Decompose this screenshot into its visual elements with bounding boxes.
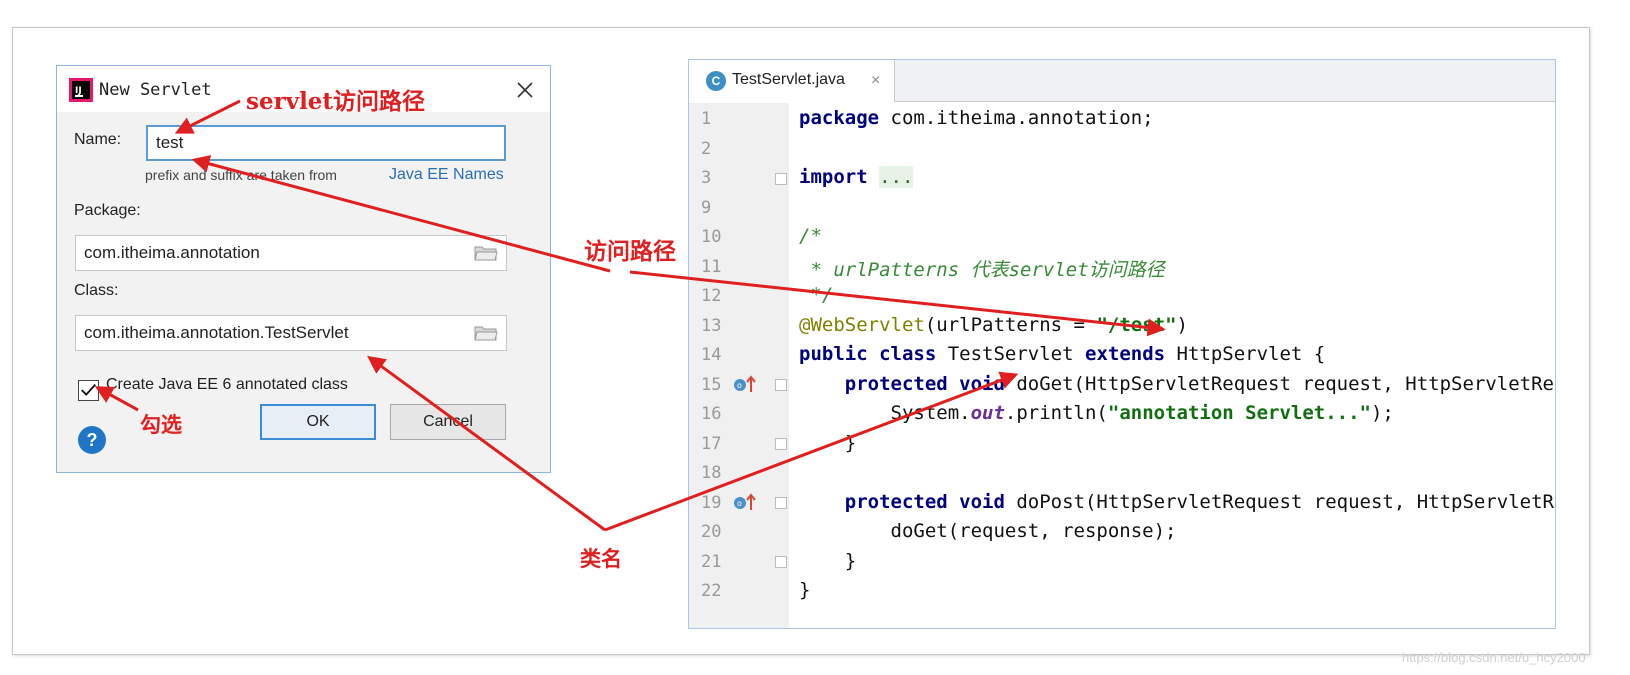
annotation-access-path: 访问路径 bbox=[584, 238, 676, 265]
line-number: 18 bbox=[701, 463, 722, 483]
line-number: 12 bbox=[701, 286, 722, 306]
dialog-titlebar: IJ New Servlet bbox=[57, 66, 550, 112]
dialog-title: New Servlet bbox=[99, 80, 212, 100]
code-line: } bbox=[799, 432, 857, 454]
fold-collapse-icon[interactable] bbox=[775, 438, 787, 450]
line-number-gutter: 1 2 3 9 10 11 12 13 14 15 16 17 18 19 20… bbox=[689, 103, 789, 628]
annotation-check: 勾选 bbox=[140, 412, 182, 437]
line-number: 20 bbox=[701, 522, 722, 542]
java-class-icon: C bbox=[706, 71, 726, 91]
package-input[interactable]: com.itheima.annotation bbox=[75, 235, 507, 271]
tab-label: TestServlet.java bbox=[732, 71, 845, 88]
fold-collapse-icon[interactable] bbox=[775, 556, 787, 568]
folder-icon[interactable] bbox=[474, 324, 498, 342]
name-label: Name: bbox=[74, 131, 122, 148]
cancel-button[interactable]: Cancel bbox=[390, 404, 506, 440]
code-line: package com.itheima.annotation; bbox=[799, 107, 1154, 129]
code-line: /* bbox=[799, 225, 822, 247]
code-line: protected void doGet(HttpServletRequest … bbox=[844, 373, 1555, 395]
code-line: protected void doPost(HttpServletRequest… bbox=[844, 491, 1555, 513]
line-number: 21 bbox=[701, 552, 722, 572]
code-line: } bbox=[799, 579, 811, 601]
java-ee-names-link[interactable]: Java EE Names bbox=[389, 166, 504, 183]
line-number: 10 bbox=[701, 227, 722, 247]
package-value: com.itheima.annotation bbox=[84, 243, 260, 262]
class-value: com.itheima.annotation.TestServlet bbox=[84, 323, 349, 342]
annotation-class-name: 类名 bbox=[580, 546, 622, 571]
line-number: 22 bbox=[701, 581, 722, 601]
package-label: Package: bbox=[74, 202, 141, 219]
hint-text: prefix and suffix are taken from bbox=[145, 167, 337, 183]
help-icon[interactable]: ? bbox=[78, 426, 106, 454]
fold-expand-icon[interactable] bbox=[775, 173, 787, 185]
svg-text:o: o bbox=[737, 381, 742, 390]
tab-testservlet-java[interactable]: C TestServlet.java × bbox=[689, 60, 895, 102]
line-number: 13 bbox=[701, 316, 722, 336]
line-number: 3 bbox=[701, 168, 712, 188]
close-icon[interactable] bbox=[513, 78, 537, 102]
line-number: 1 bbox=[701, 109, 712, 129]
name-input[interactable]: test bbox=[146, 125, 506, 161]
override-icon[interactable]: o bbox=[733, 375, 759, 393]
code-line: doGet(request, response); bbox=[799, 520, 1177, 542]
svg-text:IJ: IJ bbox=[75, 86, 82, 96]
line-number: 9 bbox=[701, 198, 712, 218]
class-input[interactable]: com.itheima.annotation.TestServlet bbox=[75, 315, 507, 351]
fold-collapse-icon[interactable] bbox=[775, 497, 787, 509]
code-line: System.out.println("annotation Servlet..… bbox=[799, 402, 1394, 424]
watermark: https://blog.csdn.net/u_hcy2000 bbox=[1402, 650, 1586, 665]
code-line: */ bbox=[799, 284, 834, 306]
intellij-app-icon: IJ bbox=[69, 78, 93, 102]
code-editor: C TestServlet.java × 1 2 3 9 10 11 12 13… bbox=[688, 59, 1556, 629]
class-label: Class: bbox=[74, 282, 119, 299]
annotated-class-checkbox[interactable] bbox=[78, 380, 99, 401]
code-line: import ... bbox=[799, 166, 914, 188]
code-line: public class TestServlet extends HttpSer… bbox=[799, 343, 1326, 365]
annotation-servlet-path: servlet访问路径 bbox=[246, 88, 426, 115]
editor-tabbar: C TestServlet.java × bbox=[689, 60, 1555, 102]
code-line: @WebServlet(urlPatterns = "/test") bbox=[799, 314, 1188, 336]
svg-text:o: o bbox=[737, 499, 742, 508]
code-area[interactable]: package com.itheima.annotation; import .… bbox=[799, 103, 1555, 628]
checkmark-icon bbox=[81, 384, 96, 396]
line-number: 2 bbox=[701, 139, 712, 159]
ok-button[interactable]: OK bbox=[260, 404, 376, 440]
folder-icon[interactable] bbox=[474, 244, 498, 262]
code-line: * urlPatterns 代表servlet访问路径 bbox=[799, 259, 1165, 281]
override-icon[interactable]: o bbox=[733, 493, 759, 511]
annotated-class-label: Create Java EE 6 annotated class bbox=[106, 376, 348, 393]
tab-close-icon[interactable]: × bbox=[871, 72, 881, 89]
code-line: } bbox=[799, 550, 857, 572]
line-number: 11 bbox=[701, 257, 722, 277]
fold-collapse-icon[interactable] bbox=[775, 379, 787, 391]
line-number: 14 bbox=[701, 345, 722, 365]
line-number: 16 bbox=[701, 404, 722, 424]
line-number: 17 bbox=[701, 434, 722, 454]
